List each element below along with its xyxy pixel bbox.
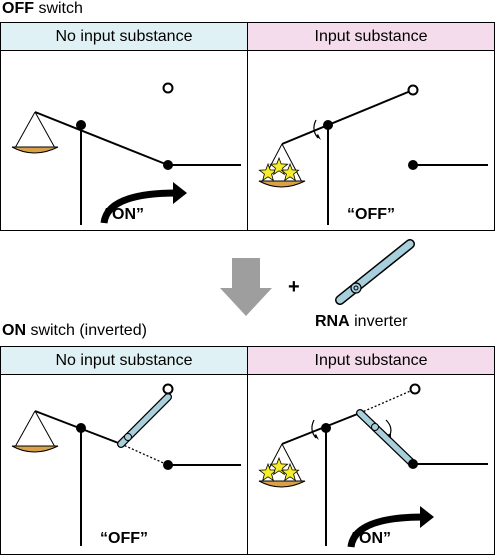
panel-on-input: Input substance (247, 346, 495, 555)
signal-on-arrow (347, 506, 434, 548)
scale-pan (258, 180, 306, 188)
scale-pan (258, 480, 306, 488)
open-contact (409, 383, 421, 395)
panel-header: Input substance (248, 23, 494, 51)
balance-scale (258, 388, 416, 546)
off-switch-title: OFF switch (2, 0, 83, 18)
switch-diagram (258, 383, 488, 548)
state-label: “ON” (104, 206, 144, 223)
state-label: “OFF” (347, 206, 395, 223)
panel-off-no-input: No input substance “ON” (0, 22, 248, 231)
open-contact (162, 82, 174, 94)
on-switch-title-bold: ON (2, 322, 26, 339)
panel-on-no-input: No input substance “OFF” (0, 346, 248, 555)
switch-diagram (11, 82, 241, 225)
signal-on-arrow (100, 182, 187, 224)
state-label: “OFF” (100, 530, 148, 547)
plus-sign: + (288, 276, 300, 298)
on-switch-title: ON switch (inverted) (2, 322, 147, 340)
off-switch-title-bold: OFF (2, 0, 34, 17)
panel-header: No input substance (1, 347, 247, 375)
balance-scale (258, 89, 414, 225)
input-substance-stars (258, 456, 300, 482)
on-switch-title-rest: switch (inverted) (26, 322, 147, 339)
balance-scale (11, 410, 169, 546)
switch-diagram (11, 383, 241, 546)
transform-arrow (220, 258, 272, 316)
rna-label-bold: RNA (315, 313, 350, 330)
rna-inverter-rod (117, 393, 172, 448)
pivot-dot (76, 423, 86, 433)
open-contact (162, 383, 174, 395)
rna-inverter-rod (356, 409, 417, 468)
balance-scale (11, 111, 169, 225)
pivot-dot (321, 423, 331, 433)
switch-diagram (258, 84, 488, 225)
rna-inverter-icon (335, 239, 415, 305)
input-substance-stars (258, 156, 300, 182)
panel-header: Input substance (248, 347, 494, 375)
scale-pan (11, 146, 59, 154)
panel-off-input: Input substance “OFF” (247, 22, 495, 231)
rna-inverter-label: RNA inverter (315, 313, 407, 331)
rna-label-rest: inverter (349, 313, 408, 330)
state-label: “ON” (351, 530, 391, 547)
off-switch-title-rest: switch (34, 0, 83, 17)
panel-header: No input substance (1, 23, 247, 51)
pivot-dot (76, 120, 86, 130)
open-contact (407, 84, 419, 96)
pivot-dot (323, 120, 333, 130)
scale-pan (11, 445, 59, 453)
